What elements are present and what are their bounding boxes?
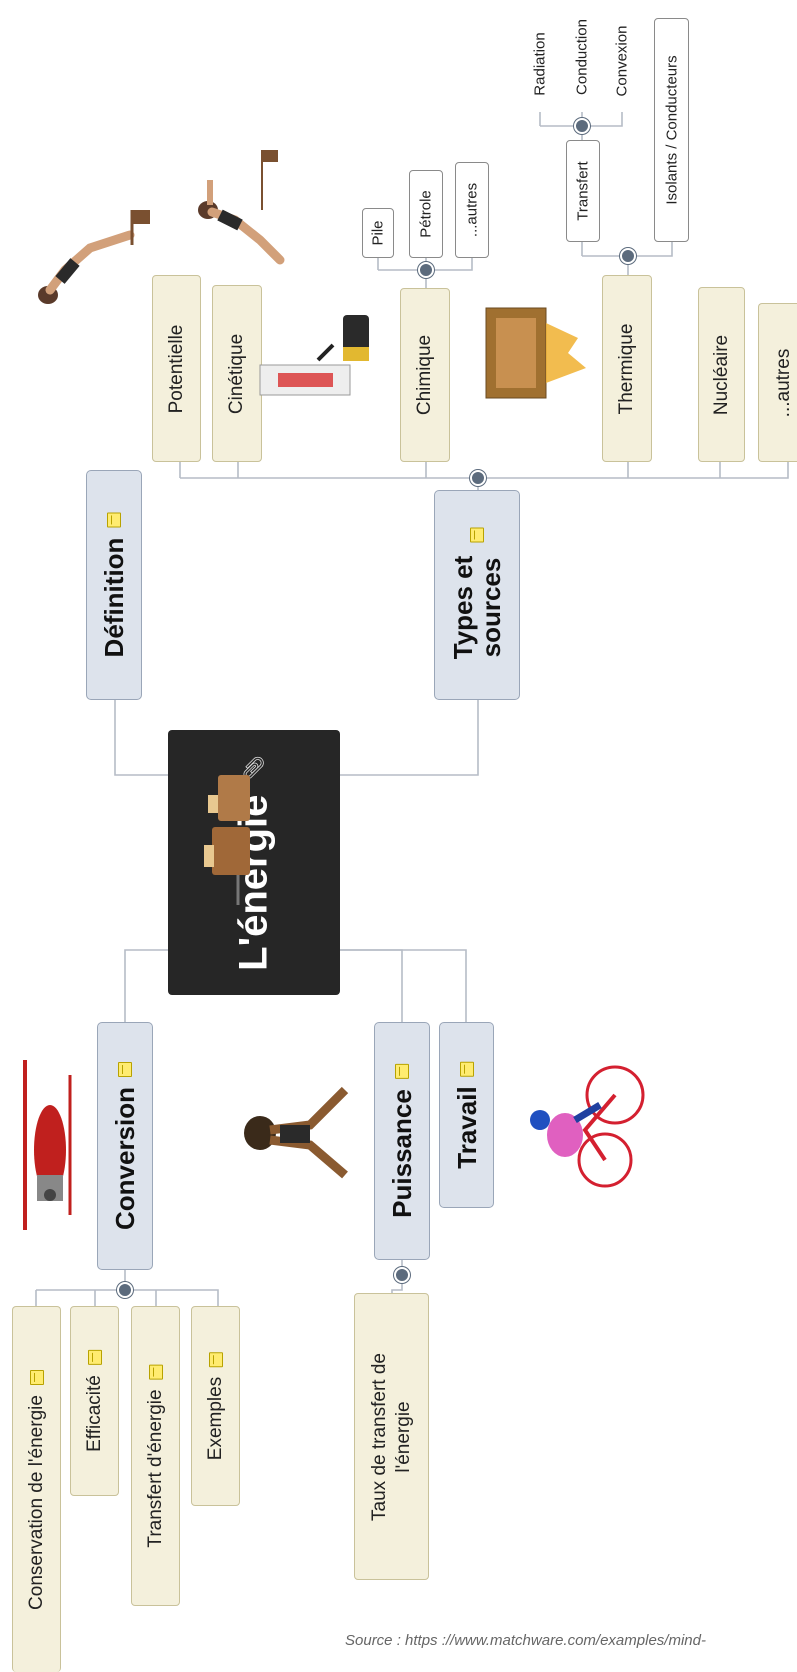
topic-nucleaire[interactable]: Nucléaire [698,287,745,462]
topic-label: Thermique [616,323,637,414]
branch-label: Définition [99,537,129,658]
topic-label: Taux de transfert de l'énergie [368,1352,414,1521]
topic-label: Chimique [414,334,435,416]
note-icon[interactable] [470,527,484,543]
topic-chimique[interactable]: Chimique [400,288,450,462]
topic-label: Cinétique [226,333,247,414]
engine-clipart [485,307,586,399]
branch-travail[interactable]: Travail [439,1022,494,1208]
note-icon[interactable] [208,1351,223,1367]
source-caption: Source : https ://www.matchware.com/exam… [345,1632,706,1649]
topic-cinetique[interactable]: Cinétique [212,285,262,462]
note-icon[interactable] [29,1369,44,1385]
collapse-knob-icon[interactable] [620,248,636,264]
topic-label: Efficacité [83,1375,105,1452]
branch-definition[interactable]: Définition [86,470,142,700]
battery-diagram-clipart [259,315,369,396]
topic-conservation[interactable]: Conservation de l'énergie [12,1306,61,1672]
airplane-clipart [23,1060,72,1230]
branch-label: Types et sources [448,555,506,660]
topic-potentielle[interactable]: Potentielle [152,275,201,462]
topic-thermique[interactable]: Thermique [602,275,652,462]
sprinter-clipart [244,1086,349,1179]
topic-label: Pile [369,220,387,246]
topic-autres[interactable]: ...autres [758,303,797,462]
branch-label: Puissance [387,1089,417,1218]
collapse-knob-icon[interactable] [470,470,486,486]
collapse-knob-icon[interactable] [574,118,590,134]
note-icon[interactable] [395,1064,409,1080]
topic-transfert-energie[interactable]: Transfert d'énergie [131,1306,180,1606]
collapse-knob-icon[interactable] [394,1267,410,1283]
branch-label: Conversion [110,1086,140,1231]
topic-label: Isolants / Conducteurs [663,55,680,205]
topic-convexion[interactable]: Convexion [608,10,636,112]
topic-label: Convexion [613,25,631,97]
topic-conduction[interactable]: Conduction [568,2,596,112]
machine-clipart [204,775,250,905]
branch-types-sources[interactable]: Types et sources [434,490,520,700]
central-topic[interactable]: L'énergie 📎︎ [168,730,340,995]
topic-label: Radiation [531,32,549,96]
topic-exemples[interactable]: Exemples [191,1306,240,1506]
topic-label: Conduction [573,19,591,95]
topic-pile[interactable]: Pile [362,208,394,258]
topic-label: ...autres [463,182,481,238]
topic-label: ...autres [772,348,794,417]
collapse-knob-icon[interactable] [418,262,434,278]
topic-label: Exemples [204,1376,226,1461]
cyclist-clipart [530,1065,645,1188]
topic-petrole[interactable]: Pétrole [409,170,443,258]
topic-label: Transfert d'énergie [144,1389,166,1548]
diver-falling-clipart [198,150,285,265]
note-icon[interactable] [118,1061,132,1077]
note-icon[interactable] [107,512,121,528]
diver-clipart [38,210,150,304]
topic-isolants-conducteurs[interactable]: Isolants / Conducteurs [654,18,689,242]
collapse-knob-icon[interactable] [117,1282,133,1298]
topic-label: Nucléaire [710,334,732,415]
note-icon[interactable] [459,1061,474,1077]
note-icon[interactable] [87,1350,102,1366]
note-icon[interactable] [148,1364,163,1380]
topic-transfert[interactable]: Transfert [566,140,600,242]
topic-label: Conservation de l'énergie [25,1394,47,1610]
topic-autres-chimique[interactable]: ...autres [455,162,489,258]
branch-label: Travail [451,1086,482,1169]
branch-conversion[interactable]: Conversion [97,1022,153,1270]
topic-radiation[interactable]: Radiation [526,16,554,112]
topic-taux-transfert[interactable]: Taux de transfert de l'énergie [354,1293,429,1580]
topic-label: Transfert [574,161,592,221]
topic-label: Pétrole [417,190,435,238]
topic-label: Potentielle [165,324,187,413]
topic-efficacite[interactable]: Efficacité [70,1306,119,1496]
branch-puissance[interactable]: Puissance [374,1022,430,1260]
